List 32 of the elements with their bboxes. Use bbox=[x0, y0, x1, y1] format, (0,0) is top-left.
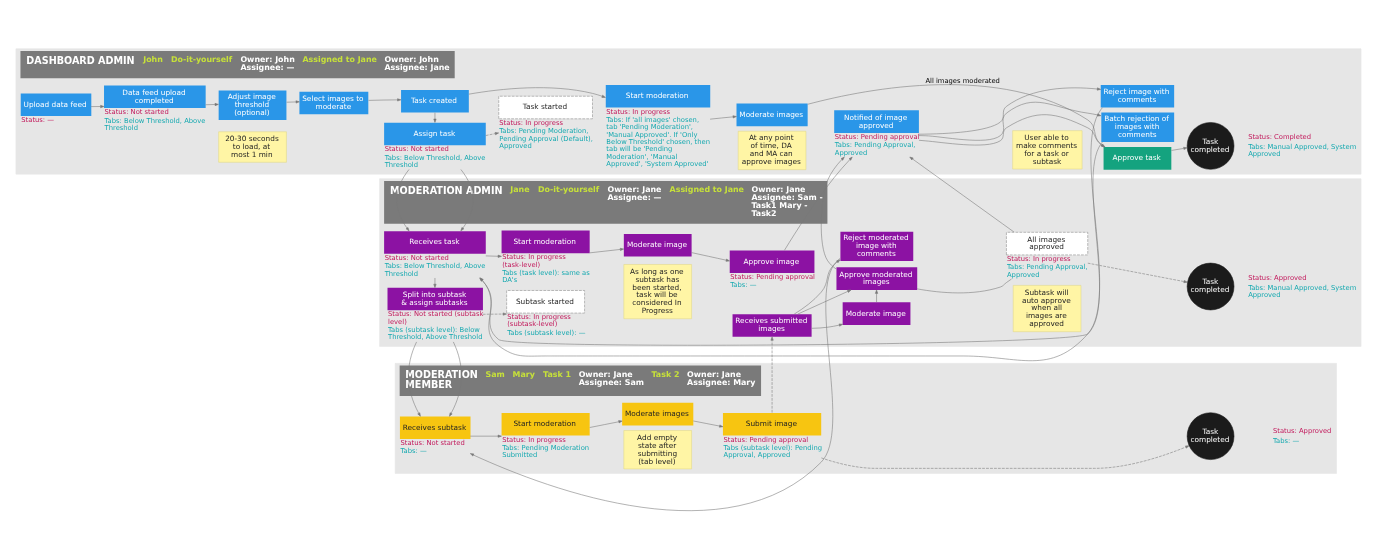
arrow bbox=[433, 277, 437, 288]
arrow bbox=[875, 289, 878, 302]
arrow bbox=[797, 289, 852, 314]
arrow bbox=[909, 156, 1015, 232]
arrow bbox=[368, 97, 402, 101]
arrow bbox=[918, 101, 1102, 141]
arrow bbox=[691, 251, 730, 262]
connector bbox=[916, 278, 1012, 293]
arrow bbox=[770, 336, 774, 413]
arrow bbox=[470, 257, 841, 511]
arrow bbox=[482, 312, 507, 316]
arrow bbox=[1171, 146, 1188, 151]
arrow bbox=[205, 102, 219, 106]
arrow bbox=[485, 131, 499, 136]
arrow bbox=[693, 420, 724, 427]
arrow bbox=[433, 111, 437, 123]
arrow bbox=[468, 86, 606, 98]
arrow bbox=[470, 434, 502, 438]
arrow bbox=[408, 341, 462, 417]
arrow bbox=[793, 259, 841, 314]
arrow bbox=[820, 156, 845, 269]
arrow bbox=[485, 254, 502, 258]
arrow bbox=[811, 323, 843, 329]
arrow bbox=[1087, 262, 1188, 283]
arrow bbox=[784, 156, 853, 251]
arrow bbox=[709, 114, 737, 119]
arrow bbox=[589, 247, 624, 253]
arrow bbox=[821, 444, 1190, 469]
arrow bbox=[589, 419, 623, 428]
arrow bbox=[286, 99, 300, 103]
arrow bbox=[90, 104, 105, 108]
arrow bbox=[918, 87, 1101, 134]
